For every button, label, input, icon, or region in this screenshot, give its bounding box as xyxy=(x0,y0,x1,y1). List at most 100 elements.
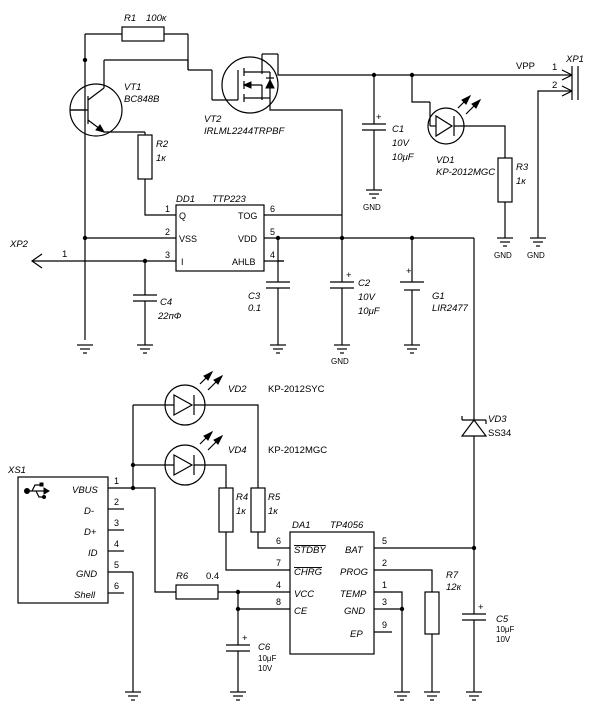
r6-ref: R6 xyxy=(176,571,189,582)
wire xyxy=(374,569,433,592)
led-vd4: VD4 KP-2012MGC xyxy=(133,430,327,488)
wire xyxy=(194,404,259,488)
wire xyxy=(561,74,573,81)
battery-g1: + G1 LIR2477 xyxy=(400,238,469,354)
wire xyxy=(237,592,290,610)
wire xyxy=(133,487,176,593)
resistor-r1: R1 100к xyxy=(85,13,189,70)
xp1-ref: XP1 xyxy=(565,54,584,65)
vd4-ref: VD4 xyxy=(228,445,246,456)
ground-symbol xyxy=(333,344,351,354)
label: STDBY xyxy=(294,545,326,556)
resistor-r5: R5 1к xyxy=(250,487,290,549)
wire xyxy=(17,476,109,604)
c2-ref: C2 xyxy=(358,278,371,289)
wire xyxy=(221,56,279,114)
label: D- xyxy=(84,506,94,517)
c5-ref: C5 xyxy=(496,614,509,625)
vpp-net: VPP xyxy=(516,61,535,72)
label: 6 xyxy=(276,536,281,546)
wire xyxy=(265,78,275,89)
g1-ref: G1 xyxy=(432,291,445,302)
junction-dot xyxy=(82,57,88,63)
ground-symbol xyxy=(365,189,383,199)
wire xyxy=(203,430,214,441)
c6-ref: C6 xyxy=(258,642,271,653)
capacitor-c1: + C1 10V 10μF GND xyxy=(362,75,415,212)
label: Shell xyxy=(74,590,96,601)
wire xyxy=(561,85,573,92)
wire xyxy=(144,179,176,216)
label: + xyxy=(376,112,382,123)
ic-dd1: Q VSS I TOG VDD AHLB 1 2 3 6 5 4 DD1 TTP… xyxy=(165,194,342,272)
wire xyxy=(173,393,194,417)
r1-ref: R1 xyxy=(124,13,136,24)
r4-value: 1к xyxy=(236,506,246,517)
wire xyxy=(289,531,375,655)
led-vd1: VD1 KP-2012MGC xyxy=(411,75,506,178)
resistor-r4: R4 1к xyxy=(218,487,290,571)
label: CHRG xyxy=(294,567,322,578)
wire xyxy=(213,374,224,385)
label: EP xyxy=(350,629,363,640)
junction-dot xyxy=(82,235,88,241)
xs1-ref: XS1 xyxy=(7,465,26,476)
vd2-value: KP-2012SYC xyxy=(268,384,325,395)
vt2-ref: VT2 xyxy=(204,114,222,125)
label: ID xyxy=(88,548,98,559)
wire xyxy=(225,532,290,571)
wire xyxy=(537,90,560,238)
vd1-value: KP-2012MGC xyxy=(436,167,495,178)
r4-ref: R4 xyxy=(236,492,248,503)
label: GND xyxy=(494,251,512,260)
c5-v: 10V xyxy=(496,635,511,644)
label: 7 xyxy=(276,558,281,568)
label: GND xyxy=(344,606,365,617)
label: 6 xyxy=(270,204,275,214)
c2-c: 10μF xyxy=(358,306,381,317)
r7-value: 12к xyxy=(446,582,462,593)
ground-symbol xyxy=(403,344,421,354)
c6-v: 10V xyxy=(258,664,273,673)
ground-symbol xyxy=(136,344,154,354)
label: 4 xyxy=(270,250,275,260)
usb-icon xyxy=(24,482,50,499)
ground-symbol xyxy=(393,691,411,701)
label: + xyxy=(478,602,484,613)
label: + xyxy=(346,270,352,281)
capacitor-c5: + C5 10μF 10V xyxy=(462,548,515,692)
r2-value: 1к xyxy=(156,153,166,164)
ground-symbol xyxy=(229,691,247,701)
wire xyxy=(277,54,560,76)
label: TOG xyxy=(238,211,257,221)
wire xyxy=(175,204,265,272)
diode-vd3: VD3 SS34 xyxy=(460,414,511,550)
wire xyxy=(30,253,43,269)
mosfet-vt2: VT2 IRLML2244TRPBF xyxy=(188,56,285,137)
vt1-value: BC848B xyxy=(124,94,160,105)
c3-value: 0.1 xyxy=(248,303,261,314)
label: 1 xyxy=(382,580,387,590)
capacitor-c2: + C2 10V 10μF GND xyxy=(330,240,381,366)
ground-symbol xyxy=(269,344,287,354)
vt1-ref: VT1 xyxy=(124,82,141,93)
ic-da1: DA1 TP4056 STDBY CHRG VCC CE BAT PROG TE… xyxy=(276,520,474,692)
label: CE xyxy=(294,606,308,617)
label: 1 xyxy=(114,476,119,486)
label: 8 xyxy=(276,597,281,607)
wire xyxy=(461,94,472,105)
label: 3 xyxy=(165,250,170,260)
r5-ref: R5 xyxy=(268,492,281,503)
r1-value: 100к xyxy=(146,13,167,24)
label: 6 xyxy=(114,581,119,591)
gnd-label: GND xyxy=(527,251,545,260)
label: 4 xyxy=(276,580,281,590)
ground-symbol xyxy=(529,237,547,247)
label: + xyxy=(242,633,248,644)
c1-v: 10V xyxy=(392,138,411,149)
ground-symbol xyxy=(423,691,441,701)
wire xyxy=(42,495,46,499)
vd3-value: SS34 xyxy=(488,428,511,439)
label: VDD xyxy=(238,234,258,244)
wire xyxy=(175,584,219,600)
